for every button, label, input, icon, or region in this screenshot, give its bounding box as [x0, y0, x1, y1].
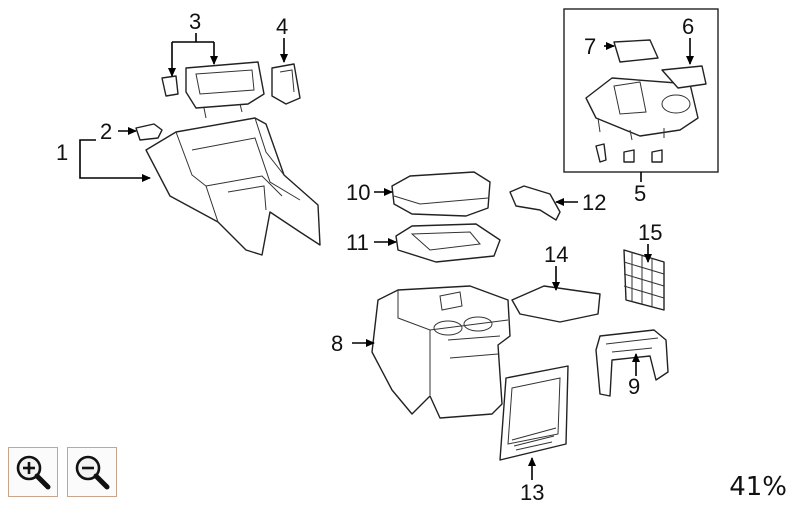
leader-lines — [79, 33, 694, 480]
part-15-net[interactable] — [623, 249, 665, 311]
callout-2[interactable]: 2 — [100, 119, 112, 144]
callout-7[interactable]: 7 — [584, 34, 596, 59]
callout-3[interactable]: 3 — [189, 9, 201, 34]
callout-11[interactable]: 11 — [346, 230, 369, 255]
callout-6[interactable]: 6 — [682, 14, 694, 39]
callout-5[interactable]: 5 — [634, 181, 646, 206]
callout-labels: 1 2 3 4 5 6 7 8 9 10 11 12 13 14 15 — [56, 9, 694, 505]
part-9-bracket[interactable] — [595, 329, 669, 397]
callout-13[interactable]: 13 — [520, 480, 544, 505]
part-6-panel[interactable] — [661, 65, 707, 89]
part-13-side-panel[interactable] — [499, 365, 569, 461]
part-1-console-base[interactable] — [145, 117, 321, 256]
callout-1[interactable]: 1 — [56, 140, 68, 165]
callout-14[interactable]: 14 — [544, 242, 568, 267]
part-4-bracket[interactable] — [271, 63, 301, 105]
callout-12[interactable]: 12 — [582, 190, 606, 215]
callout-15[interactable]: 15 — [638, 220, 662, 245]
part-3-tray[interactable] — [161, 61, 265, 119]
zoom-level-indicator: 41% — [729, 472, 787, 502]
part-7-cover[interactable] — [613, 39, 659, 63]
part-14-mat[interactable] — [511, 285, 601, 323]
part-8-rear-console[interactable] — [371, 285, 511, 419]
zoom-out-icon — [75, 455, 110, 490]
callout-10[interactable]: 10 — [346, 180, 370, 205]
callout-4[interactable]: 4 — [276, 14, 288, 39]
part-2-clip[interactable] — [135, 123, 163, 141]
part-10-armrest-lid[interactable] — [391, 171, 491, 217]
callout-9[interactable]: 9 — [628, 374, 640, 399]
part-11-storage-tray[interactable] — [395, 223, 501, 263]
zoom-out-button[interactable] — [67, 447, 117, 497]
part-5-shifter-bezel[interactable] — [585, 77, 699, 163]
part-12-bracket[interactable] — [509, 185, 561, 221]
zoom-in-icon — [16, 455, 51, 490]
callout-8[interactable]: 8 — [331, 331, 343, 356]
zoom-in-button[interactable] — [8, 447, 58, 497]
